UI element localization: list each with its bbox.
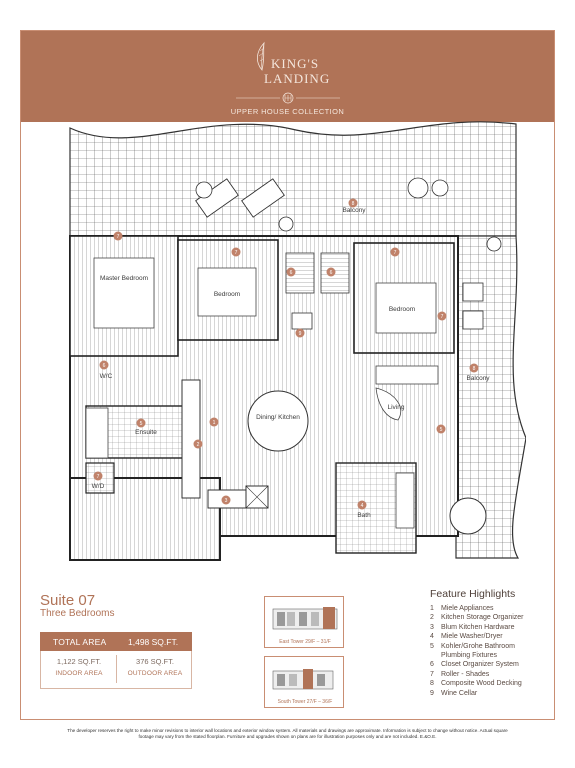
feature-marker: 3: [225, 498, 228, 504]
label-master-bedroom: Master Bedroom: [100, 275, 148, 282]
master-bed: [93, 257, 155, 329]
area-table-body: 1,122 SQ.FT. INDOOR AREA 376 SQ.FT. OUTD…: [40, 651, 192, 689]
outdoor-area-label: OUTDOOR AREA: [127, 670, 183, 677]
leaf-logo-icon: [256, 41, 265, 71]
bedroom-2-bed: [375, 282, 437, 334]
brand-header: KING'S LANDING UPPER HOUSE COLLECTION: [21, 31, 554, 122]
kitchen-counter: [181, 379, 201, 499]
keyplan-south-caption: South Tower 27/F – 36/F: [277, 699, 333, 705]
label-bedroom-2: Bedroom: [389, 306, 415, 313]
feature-marker: 7: [235, 250, 238, 256]
logo-monogram-rule: [236, 92, 340, 104]
floor-plan: Master Bedroom Bedroom Bedroom Dining/ K…: [69, 121, 526, 561]
indoor-area-cell: 1,122 SQ.FT. INDOOR AREA: [41, 657, 117, 677]
keyplan-south-diagram: [272, 669, 334, 690]
area-table: TOTAL AREA 1,498 SQ.FT. 1,122 SQ.FT. IND…: [40, 632, 192, 689]
label-balcony-top: Balcony: [342, 207, 366, 214]
keyplan-east-diagram: [272, 607, 338, 630]
feature-marker: 7: [441, 314, 444, 320]
feature-marker: 2: [197, 442, 200, 448]
feature-marker: 9: [299, 331, 302, 337]
features-title: Feature Highlights: [430, 588, 516, 600]
logo-wordmark-bottom: LANDING: [264, 71, 331, 86]
label-bath: Bath: [357, 512, 371, 519]
bedroom-1-bed: [197, 267, 257, 317]
keyplan-south-tower: South Tower 27/F – 36/F: [264, 656, 344, 708]
feature-marker: 5: [140, 421, 143, 427]
feature-marker: 8: [473, 366, 476, 372]
label-ensuite: Ensuite: [135, 429, 157, 436]
label-dining-kitchen: Dining/ Kitchen: [256, 414, 300, 421]
balcony-top-deck: [69, 121, 517, 237]
feature-marker: 7: [117, 234, 120, 240]
feature-marker: 7: [97, 474, 100, 480]
feature-marker: 7: [394, 250, 397, 256]
suite-title: Suite 07: [40, 592, 96, 609]
logo-wordmark-top: KING'S: [271, 56, 320, 71]
feature-marker: 6: [103, 363, 106, 369]
feature-marker: 4: [361, 503, 364, 509]
keyplan-east-tower: East Tower 29/F – 31/F: [264, 596, 344, 648]
suite-type: Three Bedrooms: [40, 608, 115, 619]
feature-marker: 6: [330, 270, 333, 276]
area-table-header: TOTAL AREA 1,498 SQ.FT.: [40, 632, 192, 651]
label-wic: W/C: [100, 373, 113, 380]
dining-table: [247, 390, 309, 452]
label-balcony-right: Balcony: [466, 375, 490, 382]
label-living: Living: [388, 404, 405, 411]
collection-name: UPPER HOUSE COLLECTION: [230, 107, 345, 116]
keyplan-east-caption: East Tower 29/F – 31/F: [279, 639, 331, 645]
outdoor-area-cell: 376 SQ.FT. OUTDOOR AREA: [117, 657, 193, 677]
feature-marker: 1: [213, 420, 216, 426]
area-divider: [116, 655, 117, 683]
feature-marker: 8: [352, 201, 355, 207]
legal-disclaimer: The developer reserves the right to make…: [67, 728, 508, 739]
feature-marker: 5: [440, 427, 443, 433]
indoor-area-value: 1,122 SQ.FT.: [56, 657, 102, 666]
indoor-area-label: INDOOR AREA: [55, 670, 103, 677]
label-bedroom-1: Bedroom: [214, 291, 240, 298]
total-area-value: 1,498 SQ.FT.: [128, 637, 179, 647]
outdoor-area-value: 376 SQ.FT.: [136, 657, 174, 666]
feature-marker: 6: [290, 270, 293, 276]
label-wd: W/D: [92, 483, 105, 490]
total-area-label: TOTAL AREA: [53, 637, 107, 647]
